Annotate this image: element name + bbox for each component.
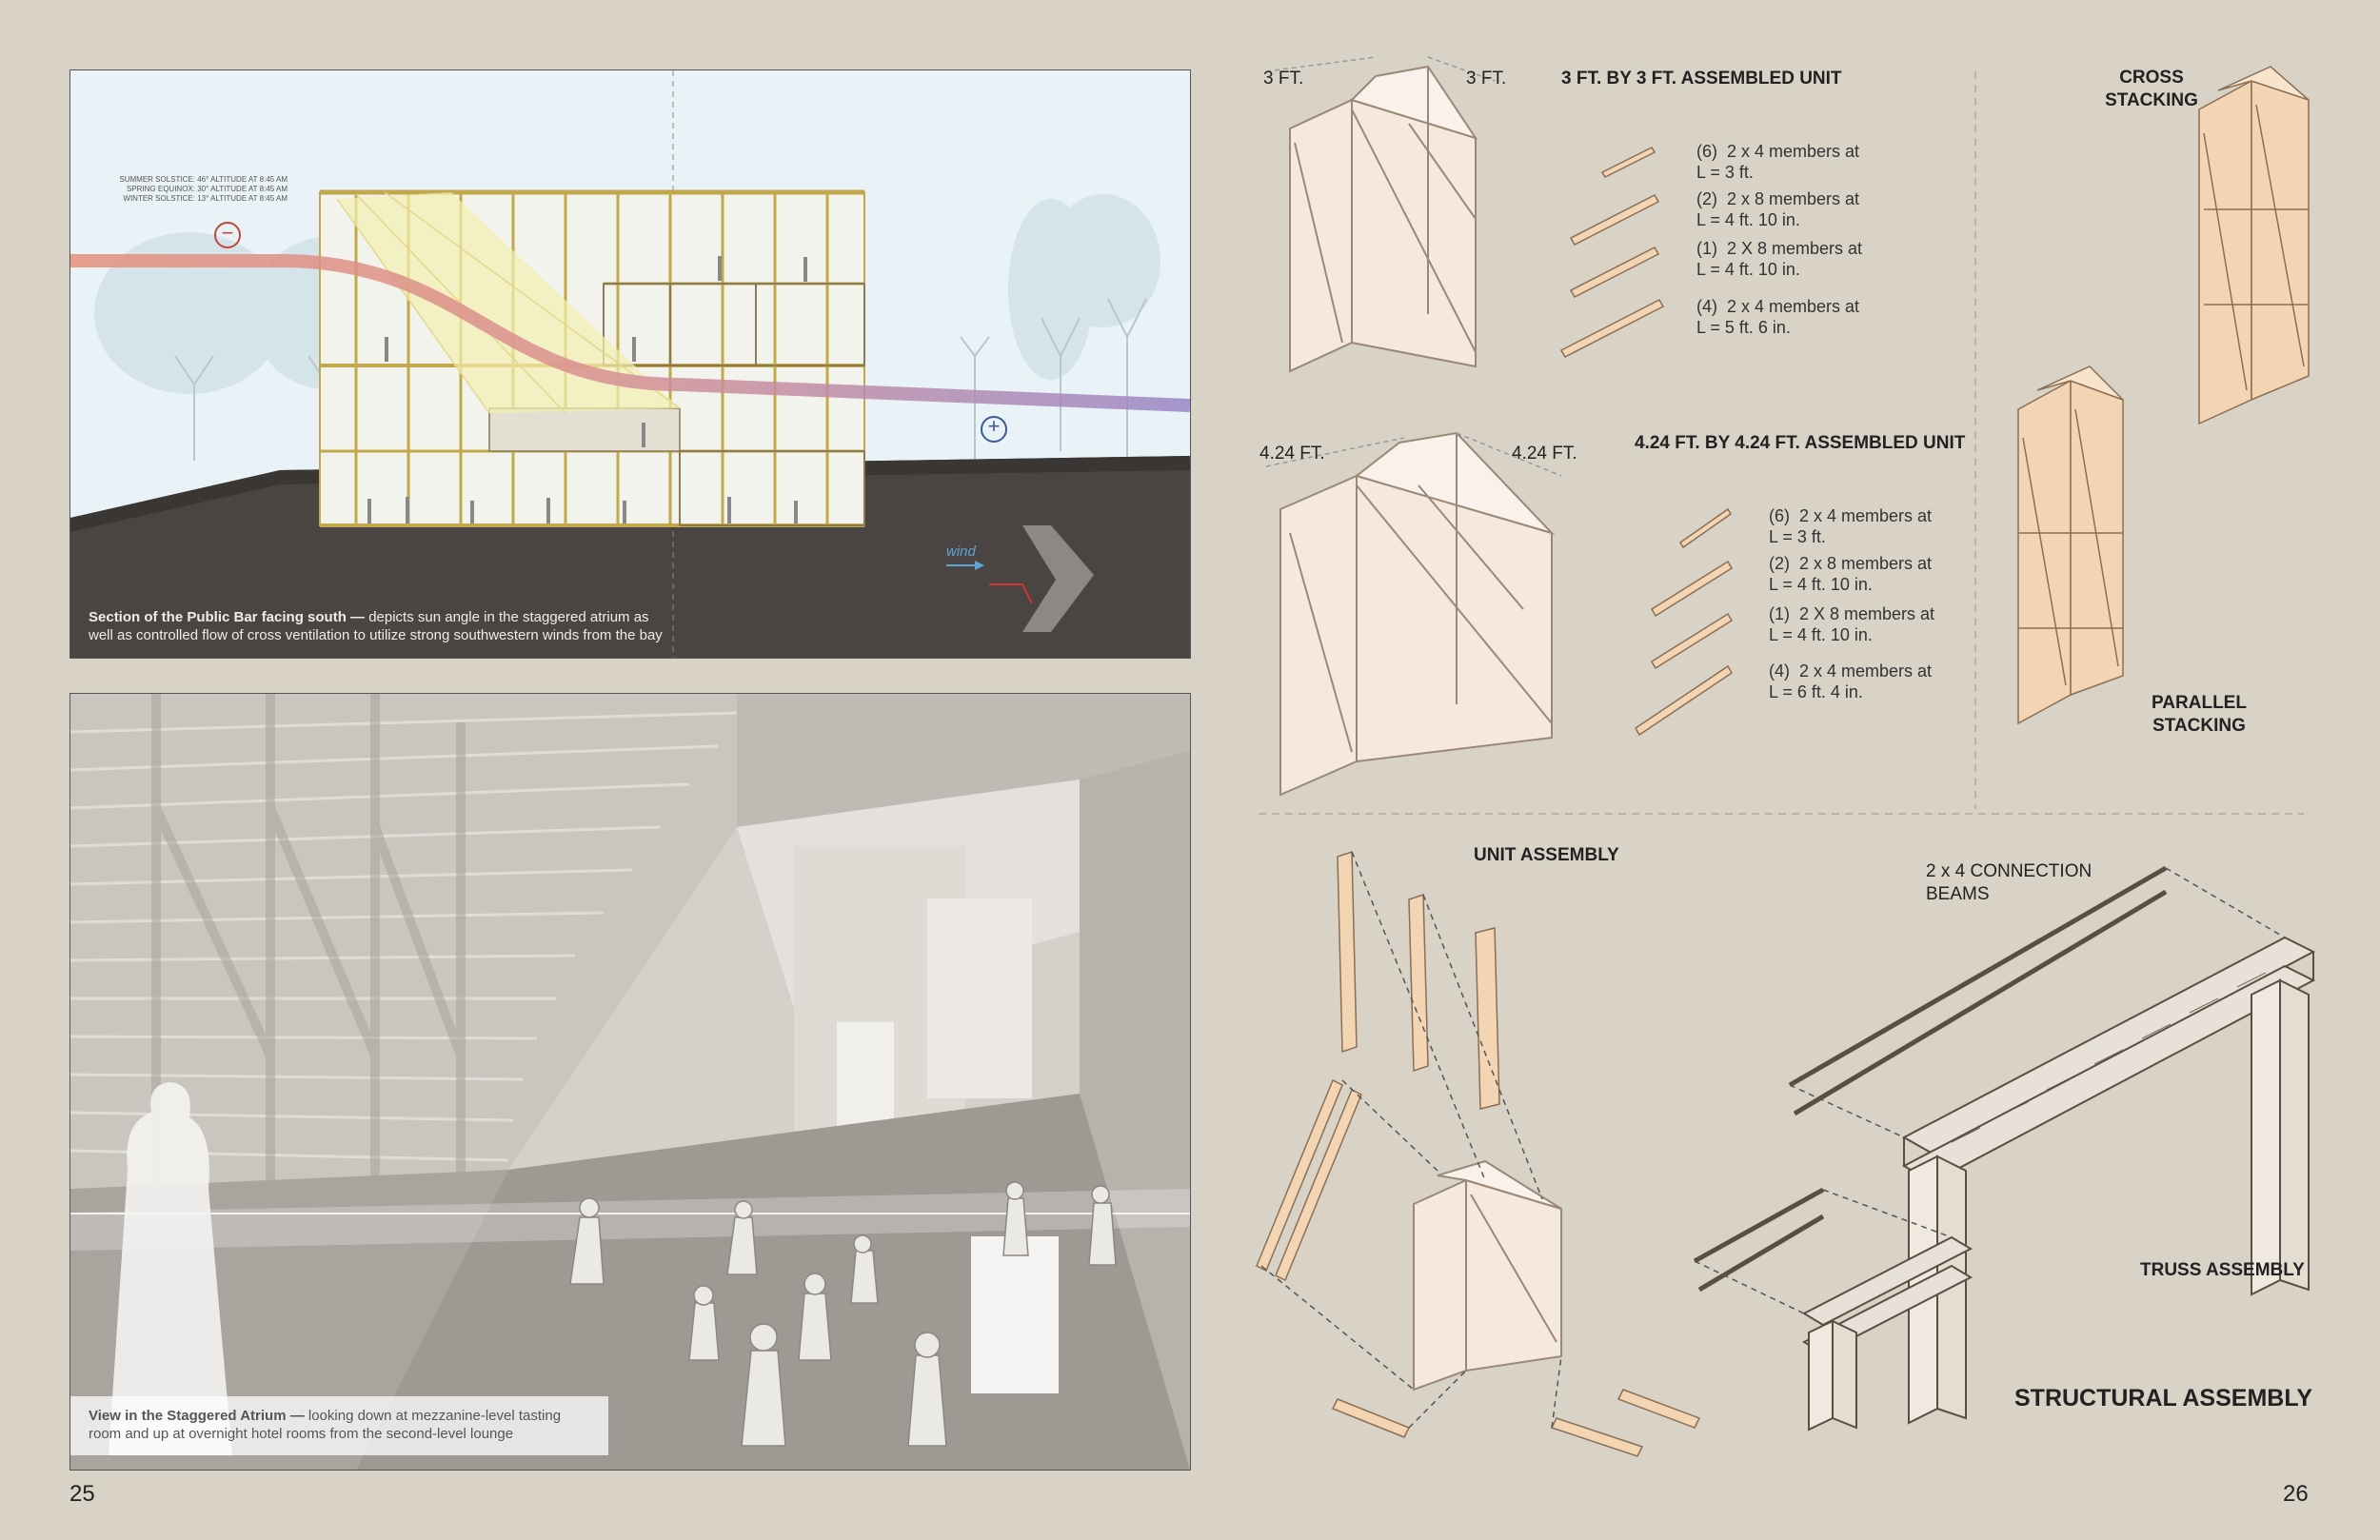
section-drawing: SUMMER SOLSTICE: 46° ALTITUDE AT 8:45 AM… [69, 69, 1191, 659]
unit-3ft-drawing [1289, 65, 1478, 373]
atrium-caption-line2: room and up at overnight hotel rooms fro… [89, 1426, 514, 1442]
sun-angle-zone [337, 192, 680, 413]
summer-solstice-label: SUMMER SOLSTICE: 46° ALTITUDE AT 8:45 AM [119, 175, 288, 184]
parallel-stacking-label: PARALLEL STACKING [2142, 692, 2256, 738]
unit-3ft-dim-left: 3 FT. [1263, 69, 1304, 89]
atrium-caption: View in the Staggered Atrium — looking d… [89, 1407, 603, 1443]
minus-symbol: − [221, 221, 234, 245]
negative-pressure-icon [214, 222, 241, 248]
cross-stacking-line2: STACKING [2105, 90, 2198, 110]
wind-label: wind [946, 543, 976, 560]
unit-424ft-title: 4.24 FT. BY 4.24 FT. ASSEMBLED UNIT [1635, 433, 1966, 453]
wind-direction-icon [946, 525, 1094, 632]
unit-424ft-members [1635, 507, 1734, 737]
atrium-illustration [70, 694, 1190, 1470]
structural-assembly-drawing [1693, 865, 2316, 1431]
unit-3ft-member-2: (2) 2 x 8 members at L = 4 ft. 10 in. [1696, 189, 1860, 229]
page-number-left: 25 [69, 1481, 95, 1507]
cross-stacking-label: CROSS STACKING [2099, 67, 2204, 112]
unit-assembly-label: UNIT ASSEMBLY [1474, 845, 1619, 865]
unit-3ft-member-1: (6) 2 x 4 members at L = 3 ft. [1696, 142, 1860, 182]
atrium-rendering: View in the Staggered Atrium — looking d… [69, 693, 1191, 1471]
connection-beams-label: 2 x 4 CONNECTION BEAMS [1926, 860, 2092, 906]
atrium-people [569, 1181, 1117, 1447]
unit-3ft-members [1559, 147, 1665, 358]
structural-assembly-title: STRUCTURAL ASSEMBLY [2014, 1385, 2312, 1412]
unit-3ft-member-4: (4) 2 x 4 members at L = 5 ft. 6 in. [1696, 297, 1860, 337]
parallel-stacking-line1: PARALLEL [2152, 693, 2247, 713]
unit-3ft-title: 3 FT. BY 3 FT. ASSEMBLED UNIT [1561, 69, 1842, 89]
winter-solstice-label: WINTER SOLSTICE: 13° ALTITUDE AT 8:45 AM [123, 194, 288, 203]
cross-stacking-tower [2198, 66, 2310, 425]
unit-3ft-member-3: (1) 2 X 8 members at L = 4 ft. 10 in. [1696, 239, 1863, 279]
exploded-unit-drawing [1256, 850, 1701, 1457]
section-caption: Section of the Public Bar facing south —… [89, 608, 812, 644]
assembly-guides [1260, 851, 1562, 1429]
spring-equinox-label: SPRING EQUINOX: 30° ALTITUDE AT 8:45 AM [126, 185, 288, 193]
foreground-figure [109, 1082, 232, 1455]
solstice-legend: SUMMER SOLSTICE: 46° ALTITUDE AT 8:45 AM… [107, 175, 288, 204]
plus-symbol: + [987, 414, 1001, 438]
connection-beams-line2: BEAMS [1926, 884, 1990, 904]
unit-424ft-dim-left: 4.24 FT. [1259, 444, 1325, 464]
unit-424ft-drawing [1279, 431, 1556, 797]
section-caption-title: Section of the Public Bar facing south — [89, 609, 366, 625]
section-illustration [70, 70, 1190, 658]
connection-beams-line1: 2 x 4 CONNECTION [1926, 861, 2092, 881]
atrium-caption-title: View in the Staggered Atrium — [89, 1408, 305, 1424]
section-caption-line2: well as controlled flow of cross ventila… [89, 627, 663, 643]
cross-stacking-line1: CROSS [2119, 68, 2184, 88]
unit-424ft-member-4: (4) 2 x 4 members at L = 6 ft. 4 in. [1769, 661, 1933, 701]
building-section [319, 189, 865, 527]
parallel-stacking-line2: STACKING [2152, 716, 2246, 736]
unit-424ft-dim-right: 4.24 FT. [1512, 444, 1577, 464]
exploded-unit-frame [1413, 1159, 1562, 1392]
unit-424ft-member-1: (6) 2 x 4 members at L = 3 ft. [1769, 506, 1933, 546]
page-number-right: 26 [2283, 1481, 2309, 1507]
unit-424ft-member-2: (2) 2 x 8 members at L = 4 ft. 10 in. [1769, 554, 1933, 594]
section-figures [367, 256, 807, 523]
columns [354, 192, 829, 525]
wind-flow-line [70, 254, 1190, 412]
unit-3ft-dim-right: 3 FT. [1466, 69, 1507, 89]
truss-assembly-label: TRUSS ASSEMBLY [2140, 1260, 2305, 1280]
truss-lattice [1951, 972, 2267, 1143]
positive-pressure-icon [981, 416, 1007, 443]
parallel-stacking-tower [2017, 365, 2124, 725]
atrium-caption-line1: looking down at mezzanine-level tasting [304, 1408, 562, 1424]
unit-424ft-member-3: (1) 2 X 8 members at L = 4 ft. 10 in. [1769, 604, 1935, 644]
section-caption-line1: depicts sun angle in the staggered atriu… [365, 609, 649, 625]
